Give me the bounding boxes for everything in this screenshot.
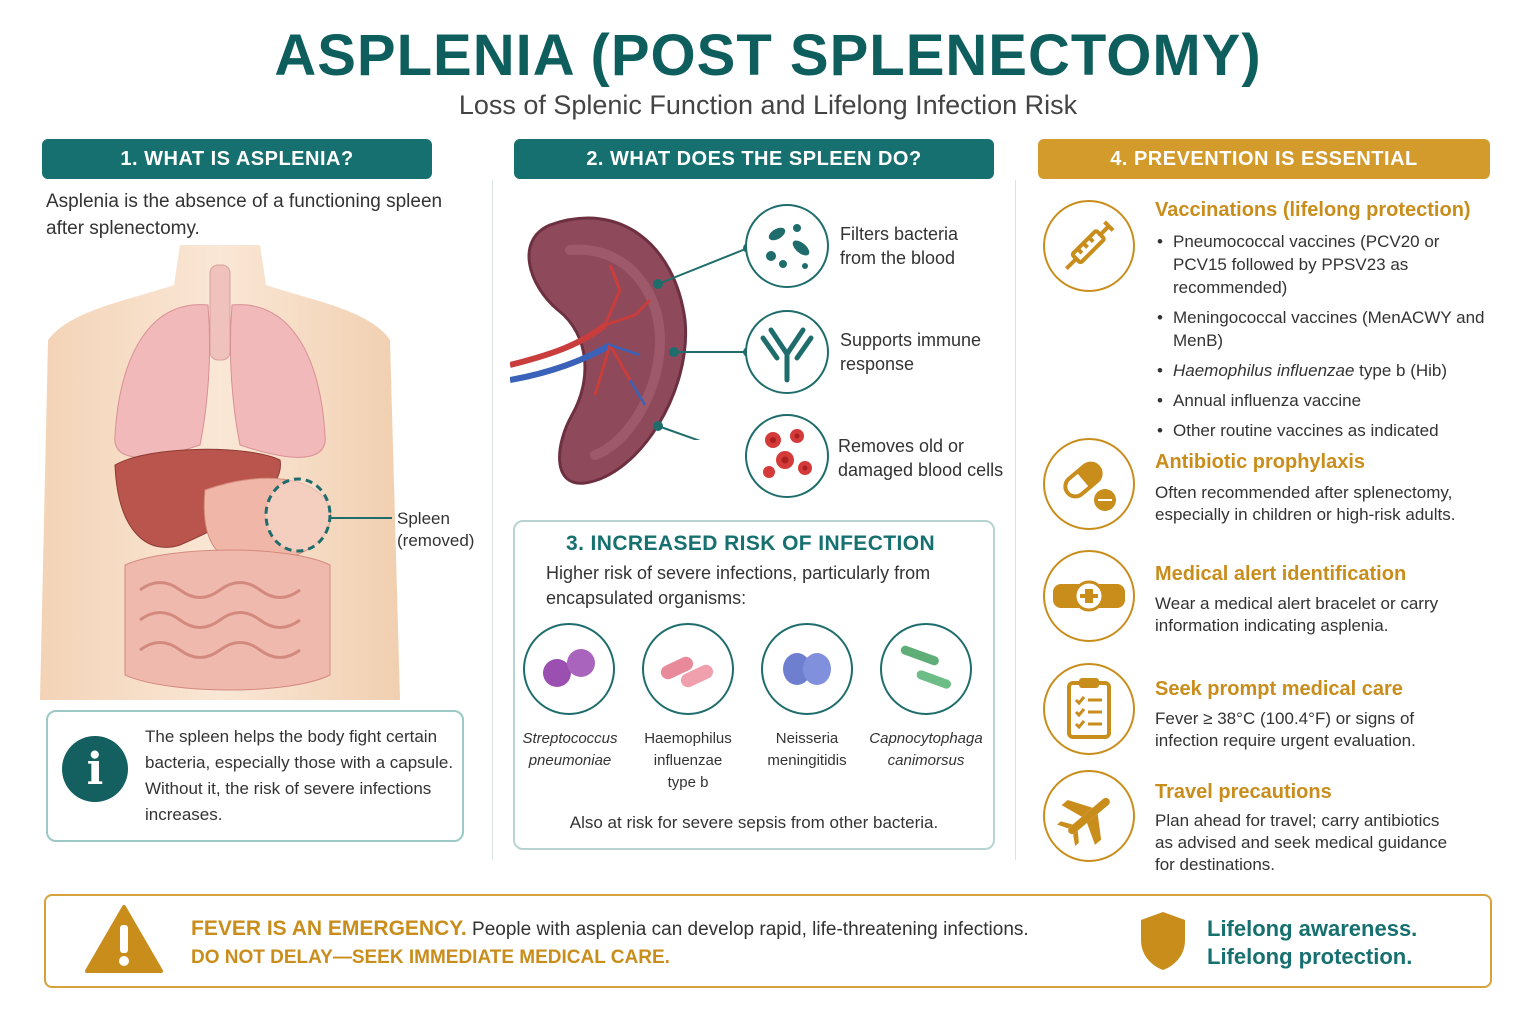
function-immune-text: Supports immune response xyxy=(840,328,1020,376)
function-line: response xyxy=(840,354,915,374)
section-1-heading: 1. WHAT IS ASPLENIA? xyxy=(42,139,432,179)
list-item: Meningococcal vaccines (MenACWY and MenB… xyxy=(1155,306,1495,352)
organism-line: influenzae xyxy=(653,752,723,769)
organism-line: Haemophilus xyxy=(644,730,732,747)
syringe-icon xyxy=(1043,200,1135,292)
seek-care-title: Seek prompt medical care xyxy=(1155,678,1403,700)
warning-icon xyxy=(85,905,163,973)
tagline-1: Lifelong awareness. xyxy=(1207,916,1418,941)
fever-alert-box xyxy=(44,894,1492,988)
vaccinations-title: Vaccinations (lifelong protection) xyxy=(1155,199,1471,221)
pill-icon xyxy=(1043,438,1135,530)
organism-line: Capnocytophaga xyxy=(869,730,983,747)
hib-rest: type b (Hib) xyxy=(1354,361,1448,380)
antibiotic-text: Often recommended after splenectomy, esp… xyxy=(1155,483,1456,524)
list-item: Pneumococcal vaccines (PCV20 or PCV15 fo… xyxy=(1155,230,1495,299)
organism-line: pneumoniae xyxy=(528,752,612,769)
streptococcus-icon xyxy=(523,623,615,715)
page-title: ASPLENIA (POST SPLENECTOMY) xyxy=(274,23,1262,88)
risk-footer: Also at risk for severe sepsis from othe… xyxy=(569,813,939,832)
shield-icon xyxy=(1141,912,1185,970)
haemophilus-icon xyxy=(642,623,734,715)
spleen-label-line2: (removed) xyxy=(397,531,475,550)
info-text: The spleen helps the body fight certain … xyxy=(145,727,454,824)
seek-care-text: Fever ≥ 38°C (100.4°F) or signs of infec… xyxy=(1155,709,1416,750)
travel-text: Plan ahead for travel; carry antibiotics… xyxy=(1155,811,1448,874)
bacteria-icon xyxy=(745,204,829,288)
alert-emphasis: FEVER IS AN EMERGENCY. xyxy=(191,917,467,940)
connector-lines xyxy=(653,243,753,440)
red-blood-cells-icon xyxy=(745,414,829,498)
function-line: Removes old or xyxy=(838,436,965,456)
capnocytophaga-icon xyxy=(880,623,972,715)
organism-line: type b xyxy=(667,774,709,791)
alert-line1-rest: People with asplenia can develop rapid, … xyxy=(466,919,1029,940)
page-subtitle: Loss of Splenic Function and Lifelong In… xyxy=(458,90,1078,120)
function-line: Filters bacteria xyxy=(840,224,959,244)
neisseria-icon xyxy=(761,623,853,715)
vaccination-list: Pneumococcal vaccines (PCV20 or PCV15 fo… xyxy=(1155,230,1495,449)
function-filter-text: Filters bacteria from the blood xyxy=(840,222,1020,270)
organism-label: Haemophilus influenzae type b xyxy=(624,728,752,794)
travel-title: Travel precautions xyxy=(1155,781,1332,803)
list-item: Annual influenza vaccine xyxy=(1155,389,1495,412)
spleen-label-line1: Spleen xyxy=(397,509,450,528)
list-item: Other routine vaccines as indicated xyxy=(1155,419,1495,442)
torso-illustration xyxy=(40,245,400,700)
antibody-icon xyxy=(745,310,829,394)
alert-line-1: FEVER IS AN EMERGENCY. People with asple… xyxy=(191,917,1029,941)
tagline-2: Lifelong protection. xyxy=(1207,944,1413,969)
section-4-heading: 4. PREVENTION IS ESSENTIAL xyxy=(1038,139,1490,179)
function-line: from the blood xyxy=(840,248,956,268)
medical-alert-title: Medical alert identification xyxy=(1155,563,1407,585)
organism-label: Capnocytophaga canimorsus xyxy=(862,728,990,772)
organism-line: canimorsus xyxy=(887,752,965,769)
risk-intro: Higher risk of severe infections, partic… xyxy=(546,563,931,608)
section-2-heading: 2. WHAT DOES THE SPLEEN DO? xyxy=(514,139,994,179)
spleen-removed-label: Spleen (removed) xyxy=(397,508,474,552)
column-divider xyxy=(1015,180,1016,860)
antibiotic-title: Antibiotic prophylaxis xyxy=(1155,451,1366,473)
function-blood-cells-text: Removes old or damaged blood cells xyxy=(838,434,1013,482)
list-item: Haemophilus influenzae type b (Hib) xyxy=(1155,359,1495,382)
spleen-illustration xyxy=(510,216,688,485)
organism-label: Streptococcus pneumoniae xyxy=(506,728,634,772)
clipboard-icon xyxy=(1043,663,1135,755)
asplenia-definition: Asplenia is the absence of a functioning… xyxy=(46,191,443,239)
info-icon: i xyxy=(62,736,128,802)
alert-line-2: DO NOT DELAY—SEEK IMMEDIATE MEDICAL CARE… xyxy=(191,947,670,968)
organism-line: meningitidis xyxy=(767,752,847,769)
airplane-icon xyxy=(1043,770,1135,862)
organism-label: Neisseria meningitidis xyxy=(743,728,871,772)
column-divider xyxy=(492,180,493,860)
bracelet-icon xyxy=(1043,550,1135,642)
organism-line: Neisseria xyxy=(775,730,839,747)
function-line: damaged blood cells xyxy=(838,460,1004,480)
medical-alert-text: Wear a medical alert bracelet or carry i… xyxy=(1155,594,1439,635)
hib-italic: Haemophilus influenzae xyxy=(1173,361,1355,380)
section-3-heading: 3. INCREASED RISK OF INFECTION xyxy=(566,532,936,555)
organism-line: Streptococcus xyxy=(522,730,618,747)
function-line: Supports immune xyxy=(840,330,982,350)
